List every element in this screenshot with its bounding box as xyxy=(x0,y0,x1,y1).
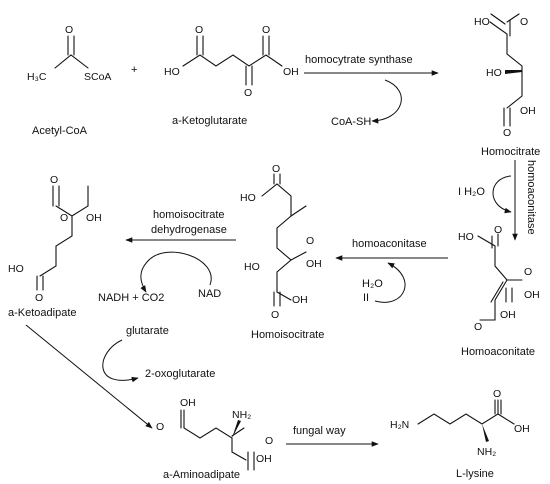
l-lysine-structure: H₂N O OH NH₂ L-lysine xyxy=(390,388,530,480)
cofactor-out-label: NADH + CO2 xyxy=(98,292,164,304)
compound-name-homocitrate: Homocitrate xyxy=(481,146,540,158)
enzyme-label: homoaconitase xyxy=(525,160,537,235)
plus-sign: + xyxy=(131,64,137,76)
reagent-arrow xyxy=(374,262,406,303)
homoisocitrate-dehydrogenase-step: homoisocitrate dehydrogenase NAD NADH + … xyxy=(98,209,236,304)
fungal-way-step: fungal way xyxy=(286,425,379,447)
homoaconitase-dehydration-step: homoaconitase I H₂O xyxy=(458,160,537,241)
cosubstrate-label: glutarate xyxy=(126,325,169,337)
atom-label: OH xyxy=(500,309,516,321)
atom-label: O xyxy=(195,24,203,36)
atom-label: SCoA xyxy=(84,71,111,83)
reagent-label: II xyxy=(363,292,369,304)
atom-label: O xyxy=(306,235,314,247)
byproduct-arrow xyxy=(371,79,402,124)
compound-name-a-ketoadipate: a-Ketoadipate xyxy=(8,307,77,319)
atom-label: HO xyxy=(240,192,256,204)
atom-label: O xyxy=(524,266,532,278)
atom-label: H₃C xyxy=(27,71,47,83)
atom-label: O xyxy=(493,388,501,400)
atom-label: OH xyxy=(524,289,540,301)
byproduct-label: CoA-SH xyxy=(331,116,371,128)
atom-label: O xyxy=(262,24,270,36)
cofactor-in-label: NAD xyxy=(198,288,221,300)
atom-label: OH xyxy=(283,66,299,78)
a-ketoadipate-structure: O OH O HO O a-Ketoadipate xyxy=(8,174,102,319)
atom-label: NH₂ xyxy=(477,446,496,458)
atom-label: O xyxy=(35,292,43,304)
cofactor-arrow xyxy=(140,251,212,293)
pathway-label: fungal way xyxy=(293,425,346,437)
atom-label: O xyxy=(503,127,511,139)
coproduct-label: 2-oxoglutarate xyxy=(145,368,215,380)
reagent-arrow xyxy=(492,175,512,214)
atom-label: HO xyxy=(486,67,502,79)
homocytrate-synthase-step: homocytrate synthase CoA-SH xyxy=(304,54,439,128)
atom-label: OH xyxy=(86,212,102,224)
atom-label: HO xyxy=(244,261,260,273)
atom-label: O xyxy=(474,321,482,333)
atom-label: O xyxy=(244,87,252,99)
compound-name-homoisocitrate: Homoisocitrate xyxy=(251,329,324,341)
enzyme-label: homoaconitase xyxy=(352,238,427,250)
reagent-label: H₂O xyxy=(362,278,383,290)
reagent-label: I H₂O xyxy=(458,186,485,198)
atom-label: H₂N xyxy=(390,419,409,431)
atom-label: O xyxy=(156,421,164,433)
acetyl-coa-structure: O H₃C SCoA Acetyl-CoA xyxy=(27,24,111,137)
atom-label: NH₂ xyxy=(232,409,251,421)
atom-label: OH xyxy=(306,258,322,270)
cosubstrate-arrow xyxy=(102,339,139,383)
enzyme-label: homoisocitrate xyxy=(153,209,225,221)
atom-label: O xyxy=(60,212,68,224)
atom-label: O xyxy=(50,174,58,186)
atom-label: O xyxy=(494,224,502,236)
atom-label: O xyxy=(271,309,279,321)
atom-label: HO xyxy=(164,66,180,78)
a-ketoglutarate-structure: O O O HO OH a-Ketoglutarate xyxy=(164,24,299,127)
atom-label: O xyxy=(520,16,528,28)
atom-label: OH xyxy=(180,397,196,409)
atom-label: OH xyxy=(514,423,530,435)
enzyme-label: homocytrate synthase xyxy=(305,54,413,66)
enzyme-label: dehydrogenase xyxy=(151,224,227,236)
atom-label: OH xyxy=(520,105,536,117)
homoisocitrate-structure: HO O O OH HO O OH Homoisocitrate xyxy=(240,163,324,341)
atom-label: HO xyxy=(8,263,24,275)
atom-label: O xyxy=(265,435,273,447)
atom-label: OH xyxy=(256,453,272,465)
compound-name-a-aminoadipate: a-Aminoadipate xyxy=(163,469,240,481)
atom-label: OH xyxy=(292,294,308,306)
reaction-arrow xyxy=(25,324,153,429)
atom-label: HO xyxy=(474,16,490,28)
compound-name-l-lysine: L-lysine xyxy=(456,468,494,480)
atom-label: HO xyxy=(458,231,474,243)
atom-label: O xyxy=(65,24,73,36)
homoaconitase-hydration-step: homoaconitase H₂O II xyxy=(335,238,448,304)
compound-name-homoaconitate: Homoaconitate xyxy=(461,346,535,358)
homoaconitate-structure: HO O O OH O OH Homoaconitate xyxy=(458,224,540,358)
a-aminoadipate-structure: O OH NH₂ O OH a-Aminoadipate xyxy=(156,397,273,481)
compound-name-acetyl-coa: Acetyl-CoA xyxy=(32,125,88,137)
compound-name-a-ketoglutarate: a-Ketoglutarate xyxy=(172,115,247,127)
atom-label: O xyxy=(272,163,280,175)
transamination-step: glutarate 2-oxoglutarate xyxy=(25,324,215,429)
homocitrate-structure: HO O HO OH O Homocitrate xyxy=(474,13,540,158)
